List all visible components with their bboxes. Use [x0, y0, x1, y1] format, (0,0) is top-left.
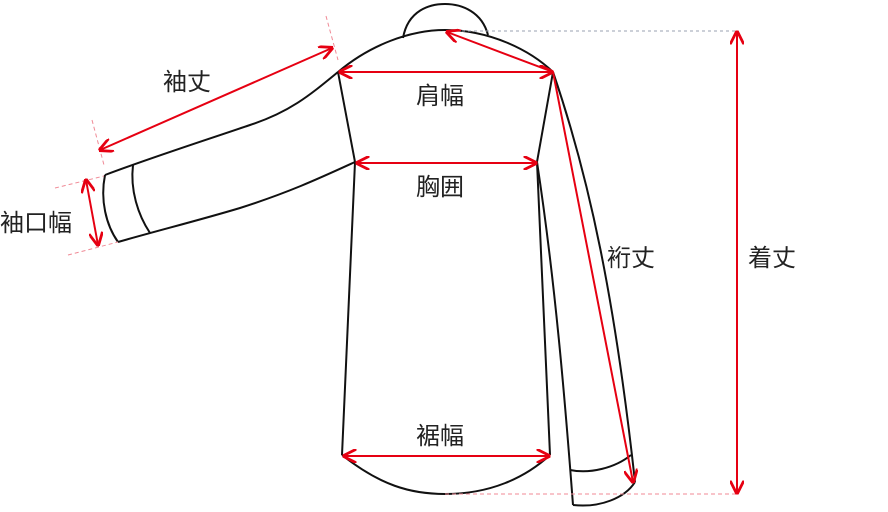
sleeve-guide-top — [325, 15, 339, 61]
cuff-width-arrow — [86, 180, 98, 245]
label-hem-width: 裾幅 — [416, 422, 464, 450]
right-cuff-seam — [569, 454, 632, 473]
sleeve-guide-bottom — [91, 119, 105, 166]
label-total-length: 着丈 — [748, 244, 796, 272]
label-shoulder-width: 肩幅 — [416, 82, 464, 110]
left-sleeve-lower — [117, 161, 356, 243]
label-chest: 胸囲 — [416, 173, 464, 201]
sleeve-length-arrow — [100, 48, 332, 150]
body-left-side — [337, 71, 357, 456]
left-sleeve-upper — [104, 71, 339, 176]
left-cuff-seam — [131, 164, 151, 234]
collar — [402, 2, 489, 39]
label-yuki-length: 裄丈 — [607, 244, 655, 272]
yuki-length-arrow — [447, 32, 633, 482]
right-sleeve-inner — [536, 161, 574, 506]
label-sleeve-length: 袖丈 — [163, 68, 211, 96]
cuff-guide-top — [54, 175, 105, 189]
cuff-guide-bottom — [67, 241, 119, 256]
hem — [341, 454, 551, 496]
label-cuff-width: 袖口幅 — [0, 209, 72, 237]
right-cuff-end — [572, 481, 636, 507]
shoulder-line — [337, 28, 554, 73]
left-cuff-end — [102, 174, 119, 243]
